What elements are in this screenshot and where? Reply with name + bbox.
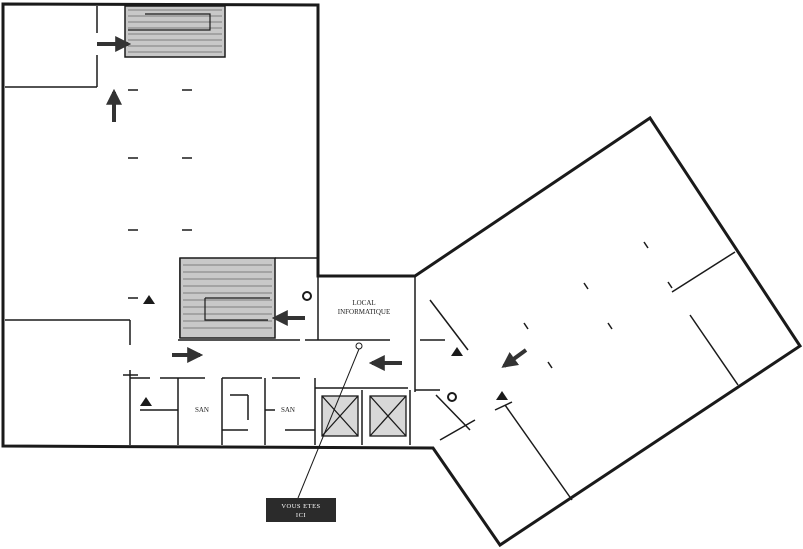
triangle-icon bbox=[140, 397, 152, 406]
local-informatique-label-line1: LOCAL bbox=[352, 299, 375, 307]
you-are-here: VOUS ETES ICI bbox=[266, 342, 363, 522]
room-labels: LOCAL INFORMATIQUE SAN SAN bbox=[195, 299, 390, 414]
column-marks bbox=[128, 89, 673, 369]
triangle-icon bbox=[451, 347, 463, 356]
stair-middle bbox=[179, 257, 276, 339]
san-right-label: SAN bbox=[281, 406, 295, 414]
triangle-markers bbox=[140, 295, 508, 406]
stair-top bbox=[124, 5, 226, 58]
extinguisher-icon bbox=[447, 392, 457, 402]
san-left-label: SAN bbox=[195, 406, 209, 414]
exit-arrows bbox=[97, 36, 528, 371]
triangle-icon bbox=[496, 391, 508, 400]
you-are-here-line2: ICI bbox=[296, 512, 306, 519]
location-dot-icon bbox=[355, 342, 363, 350]
extinguisher-markers bbox=[302, 291, 457, 402]
extinguisher-icon bbox=[302, 291, 312, 301]
you-are-here-line1: VOUS ETES bbox=[281, 503, 320, 510]
triangle-icon bbox=[143, 295, 155, 304]
arrow-icon bbox=[501, 348, 528, 368]
elevators bbox=[321, 395, 407, 437]
local-informatique-label-line2: INFORMATIQUE bbox=[338, 308, 391, 316]
